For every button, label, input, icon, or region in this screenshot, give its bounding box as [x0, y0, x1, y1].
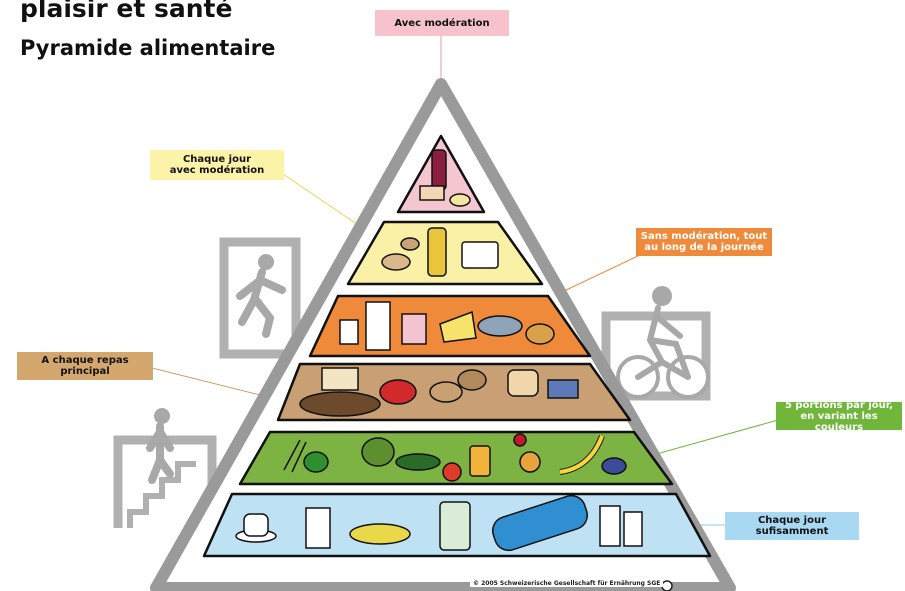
page-title: plaisir et santé [20, 0, 233, 23]
starch-illustration [299, 367, 579, 417]
label-five-portions-line2: en variant les couleurs [800, 410, 878, 433]
fruitveg-illustration [283, 433, 627, 482]
label-main-meal-line1: A chaque repas [41, 355, 129, 366]
sweets-illustration [419, 149, 471, 207]
label-daily-enough-line1: Chaque jour [757, 515, 827, 526]
label-moderation: Avec modération [375, 10, 509, 36]
label-daily-moderation: Chaque jour avec modération [150, 150, 284, 180]
label-five-portions: 5 portions par jour, en variant les coul… [776, 399, 902, 433]
label-daily-moderation-line1: Chaque jour [182, 154, 252, 165]
sge-logo-icon [661, 580, 673, 591]
fats-illustration [381, 227, 499, 277]
label-unlimited-line2: au long de la journée [644, 242, 764, 253]
page-subtitle: Pyramide alimentaire [20, 36, 276, 60]
water-illustration [235, 494, 643, 552]
label-daily-enough: Chaque jour sufisamment [725, 512, 859, 540]
running-person-icon [219, 237, 301, 359]
label-five-portions-line1: 5 portions par jour, [784, 399, 894, 411]
label-moderation-text: Avec modération [394, 17, 490, 29]
label-unlimited-line1: Sans modération, tout [640, 231, 768, 242]
cycling-person-icon [601, 286, 711, 401]
label-daily-enough-line2: sufisamment [755, 526, 829, 537]
label-daily-moderation-line2: avec modération [169, 165, 265, 176]
copyright-text: © 2005 Schweizerische Gesellschaft für E… [470, 580, 664, 587]
label-main-meal: A chaque repas principal [17, 352, 153, 380]
label-unlimited: Sans modération, tout au long de la jour… [636, 228, 772, 256]
label-main-meal-line2: principal [60, 366, 110, 377]
protein-illustration [339, 301, 555, 351]
